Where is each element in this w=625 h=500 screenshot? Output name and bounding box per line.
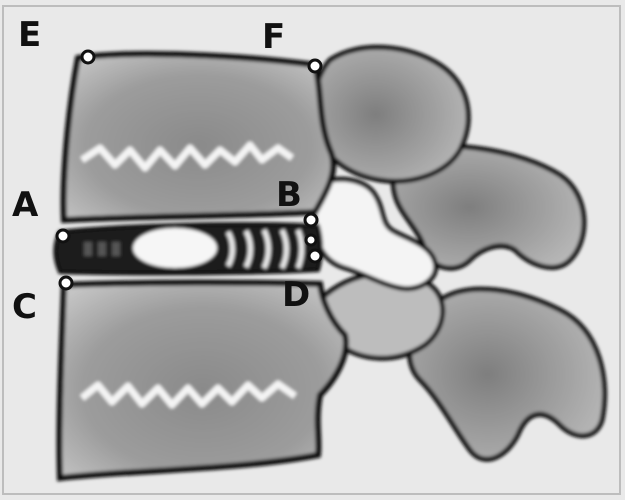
annulus-anterior [84, 242, 120, 256]
label-b: B [276, 175, 302, 215]
label-f: F [262, 17, 285, 57]
point-a [57, 230, 69, 242]
label-d: D [282, 275, 310, 315]
nucleus-pulposus [133, 228, 217, 268]
upper-articular-process [314, 47, 468, 181]
point-c [60, 277, 72, 289]
label-c: C [12, 287, 37, 327]
point-e [82, 51, 94, 63]
point-f [309, 60, 321, 72]
point-d [309, 250, 321, 262]
point-b2 [306, 235, 316, 245]
point-b [305, 214, 317, 226]
label-a: A [12, 185, 39, 225]
label-e: E [18, 15, 41, 55]
